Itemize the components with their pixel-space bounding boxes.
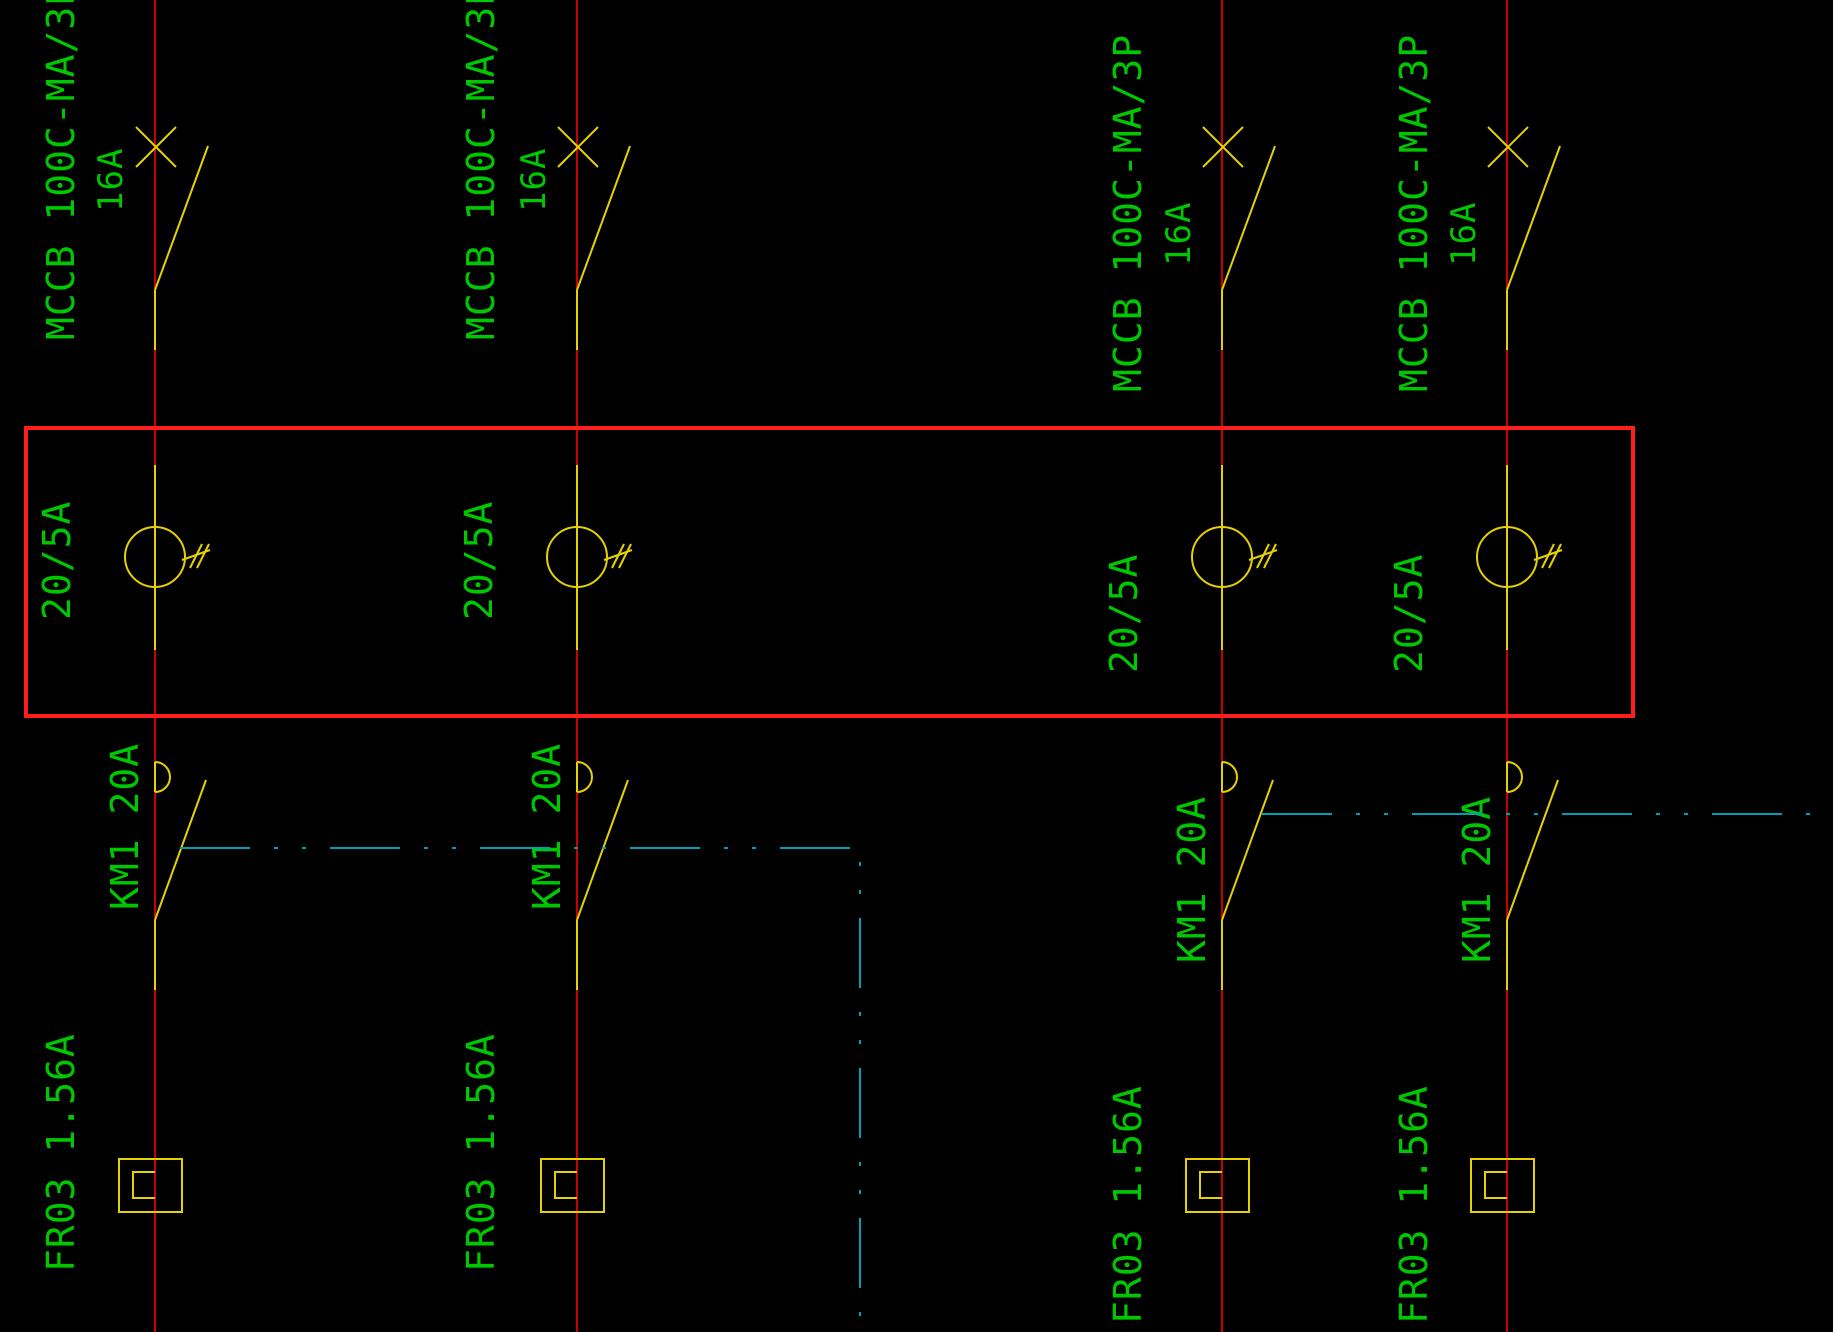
mccb-breaker-symbol[interactable] <box>557 126 631 350</box>
breaker-rating-label: 16A <box>514 148 554 212</box>
breaker-model-label: MCCB 100C-MA/3P <box>1106 34 1150 392</box>
current-transformer-symbol[interactable] <box>124 465 211 650</box>
current-transformer-symbol[interactable] <box>1476 465 1563 650</box>
overload-relay-label: FR03 1.56A <box>39 1033 83 1272</box>
selection-rectangle <box>24 426 1635 718</box>
mccb-breaker-symbol[interactable] <box>1202 126 1276 350</box>
breaker-model-label: MCCB 100C-MA/3P <box>39 0 83 340</box>
breaker-model-label: MCCB 100C-MA/3P <box>459 0 503 340</box>
circuit-1[interactable]: MCCB 100C-MA/3P 16A 20/5A KM1 20A FR03 1… <box>35 0 211 1332</box>
ct-ratio-label: 20/5A <box>1387 554 1431 673</box>
breaker-rating-label: 16A <box>1159 202 1199 266</box>
circuit-4[interactable]: MCCB 100C-MA/3P 16A 20/5A KM1 20A FR03 1… <box>1387 0 1563 1332</box>
mccb-breaker-symbol[interactable] <box>135 126 209 350</box>
overload-relay-label: FR03 1.56A <box>1392 1085 1436 1324</box>
breaker-rating-label: 16A <box>91 148 131 212</box>
circuit-3[interactable]: MCCB 100C-MA/3P 16A 20/5A KM1 20A FR03 1… <box>1102 0 1278 1332</box>
ct-ratio-label: 20/5A <box>457 501 501 620</box>
mccb-breaker-symbol[interactable] <box>1487 126 1561 350</box>
current-transformer-symbol[interactable] <box>1191 465 1278 650</box>
breaker-model-label: MCCB 100C-MA/3P <box>1392 34 1436 392</box>
circuit-2[interactable]: MCCB 100C-MA/3P 16A 20/5A KM1 20A FR03 1… <box>457 0 633 1332</box>
breaker-rating-label: 16A <box>1444 202 1484 266</box>
contactor-label: KM1 20A <box>1170 796 1214 963</box>
overload-relay-label: FR03 1.56A <box>1106 1085 1150 1324</box>
overload-relay-label: FR03 1.56A <box>459 1033 503 1272</box>
current-transformer-symbol[interactable] <box>546 465 633 650</box>
ct-ratio-label: 20/5A <box>1102 554 1146 673</box>
contactor-symbol[interactable] <box>576 761 629 990</box>
overload-relay-symbol[interactable] <box>540 1158 605 1213</box>
overload-relay-symbol[interactable] <box>118 1158 183 1213</box>
contactor-symbol[interactable] <box>154 761 207 990</box>
contactor-symbol[interactable] <box>1506 761 1559 990</box>
contactor-label: KM1 20A <box>103 743 147 910</box>
contactor-label: KM1 20A <box>1455 796 1499 963</box>
overload-relay-symbol[interactable] <box>1185 1158 1250 1213</box>
overload-relay-symbol[interactable] <box>1470 1158 1535 1213</box>
contactor-label: KM1 20A <box>525 743 569 910</box>
ct-ratio-label: 20/5A <box>35 501 79 620</box>
contactor-symbol[interactable] <box>1221 761 1274 990</box>
